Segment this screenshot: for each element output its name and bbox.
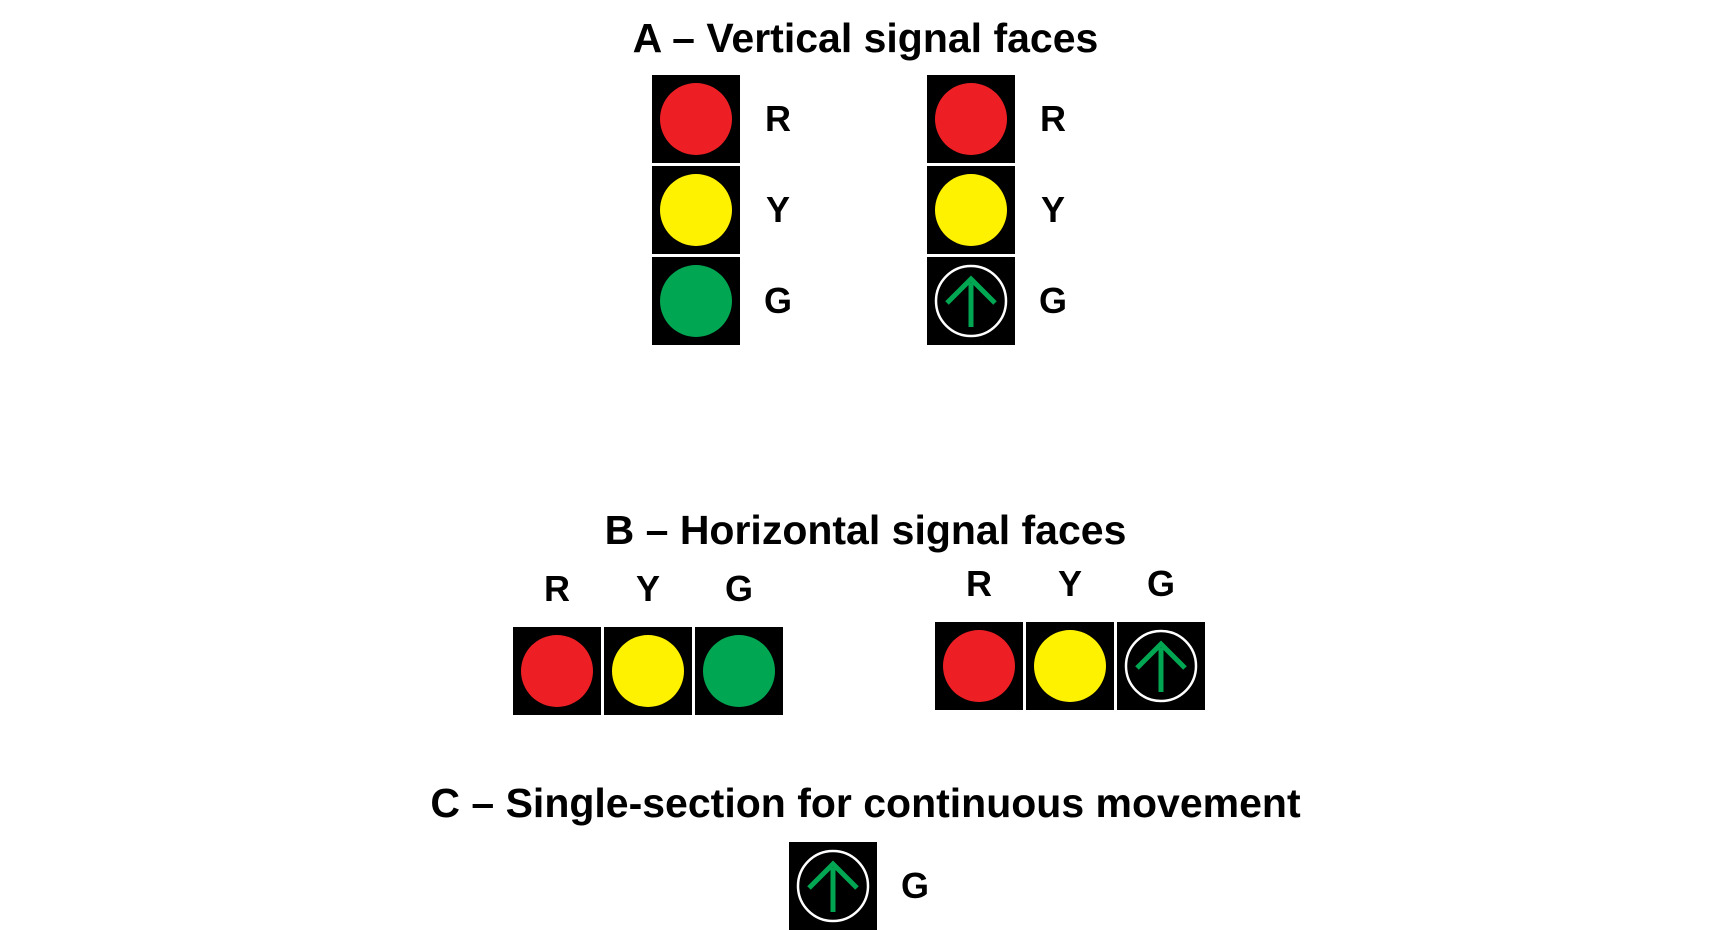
yellow-lamp: [935, 174, 1007, 246]
single-section-signal-face: [789, 842, 877, 930]
label-r: R: [1040, 98, 1066, 139]
red-lamp: [660, 83, 732, 155]
green-lamp-section: [695, 627, 783, 715]
red-lamp: [521, 635, 593, 707]
label-g: G: [763, 280, 792, 321]
label-y: Y: [765, 189, 790, 230]
green-up-arrow-icon: [793, 846, 873, 926]
label-g: G: [900, 865, 929, 906]
label-y: Y: [635, 568, 660, 609]
red-lamp: [935, 83, 1007, 155]
yellow-lamp-section: [1026, 622, 1114, 710]
red-lamp-section: [935, 622, 1023, 710]
red-lamp: [943, 630, 1015, 702]
yellow-lamp-section: [604, 627, 692, 715]
section-b-title: B – Horizontal signal faces: [604, 507, 1127, 553]
yellow-lamp-section: [652, 166, 740, 254]
vertical-signal-face-1: [652, 75, 740, 345]
green-lamp-section: [652, 257, 740, 345]
label-y: Y: [1057, 563, 1082, 604]
green-lamp: [703, 635, 775, 707]
green-up-arrow-icon: [1121, 626, 1201, 706]
green-lamp: [660, 265, 732, 337]
label-r: R: [544, 568, 570, 609]
section-c-title: C – Single-section for continuous moveme…: [430, 780, 1301, 826]
yellow-lamp: [612, 635, 684, 707]
yellow-lamp-section: [927, 166, 1015, 254]
horizontal-signal-face-2: [935, 622, 1205, 710]
green-arrow-section: [789, 842, 877, 930]
label-r: R: [765, 98, 791, 139]
yellow-lamp: [660, 174, 732, 246]
label-g: G: [1038, 280, 1067, 321]
red-lamp-section: [927, 75, 1015, 163]
label-r: R: [966, 563, 992, 604]
label-y: Y: [1040, 189, 1065, 230]
yellow-lamp: [1034, 630, 1106, 702]
section-a-title: A – Vertical signal faces: [632, 15, 1099, 61]
green-arrow-section: [1117, 622, 1205, 710]
label-g: G: [724, 568, 753, 609]
vertical-signal-face-2: [927, 75, 1015, 345]
label-g: G: [1146, 563, 1175, 604]
red-lamp-section: [513, 627, 601, 715]
green-up-arrow-icon: [931, 261, 1011, 341]
green-arrow-section: [927, 257, 1015, 345]
red-lamp-section: [652, 75, 740, 163]
horizontal-signal-face-1: [513, 627, 783, 715]
